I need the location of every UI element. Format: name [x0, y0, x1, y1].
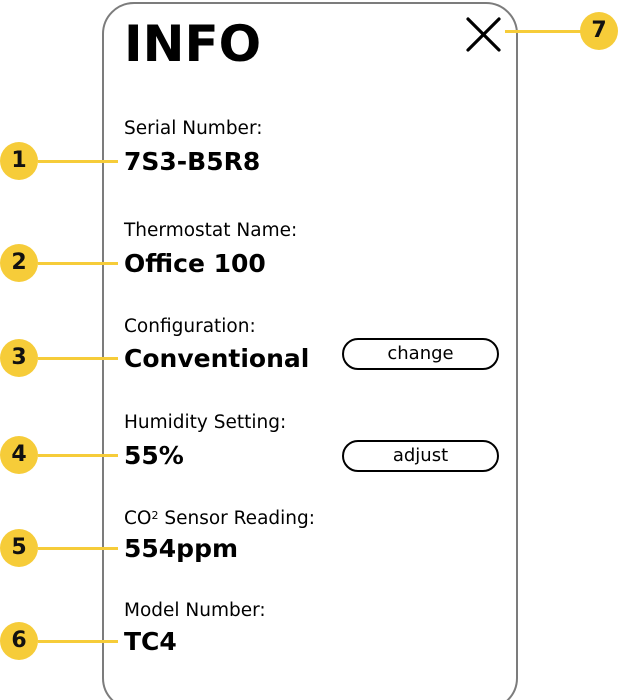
thermostat-name-label: Thermostat Name: — [124, 220, 298, 241]
co2-label-main: CO — [124, 508, 152, 529]
callout-line-1 — [38, 160, 118, 163]
model-number-value: TC4 — [124, 627, 177, 656]
panel-title: INFO — [124, 15, 262, 73]
model-number-label: Model Number: — [124, 600, 266, 621]
callout-badge-3: 3 — [0, 339, 38, 377]
configuration-label: Configuration: — [124, 316, 256, 337]
callout-badge-5: 5 — [0, 529, 38, 567]
callout-line-3 — [38, 357, 118, 360]
callout-badge-1: 1 — [0, 142, 38, 180]
callout-line-4 — [38, 454, 118, 457]
humidity-setting-label: Humidity Setting: — [124, 412, 287, 433]
callout-badge-7: 7 — [580, 12, 618, 50]
callout-badge-6: 6 — [0, 622, 38, 660]
callout-badge-4: 4 — [0, 436, 38, 474]
co2-sensor-reading-value: 554ppm — [124, 534, 239, 563]
co2-label-superscript: 2 — [151, 509, 159, 522]
callout-line-5 — [38, 547, 118, 550]
humidity-setting-value: 55% — [124, 441, 184, 470]
co2-sensor-reading-label: CO2 Sensor Reading: — [124, 507, 315, 531]
callout-line-2 — [38, 262, 118, 265]
thermostat-name-value: Office 100 — [124, 249, 266, 278]
co2-label-rest: Sensor Reading: — [158, 508, 315, 529]
adjust-humidity-button[interactable]: adjust — [342, 440, 499, 472]
close-x-icon — [466, 17, 501, 52]
change-configuration-button[interactable]: change — [342, 338, 499, 370]
callout-line-7 — [505, 30, 583, 33]
serial-number-label: Serial Number: — [124, 118, 263, 139]
serial-number-value: 7S3-B5R8 — [124, 147, 261, 176]
configuration-value: Conventional — [124, 344, 310, 373]
close-button[interactable] — [464, 14, 504, 54]
callout-badge-2: 2 — [0, 244, 38, 282]
callout-line-6 — [38, 640, 118, 643]
